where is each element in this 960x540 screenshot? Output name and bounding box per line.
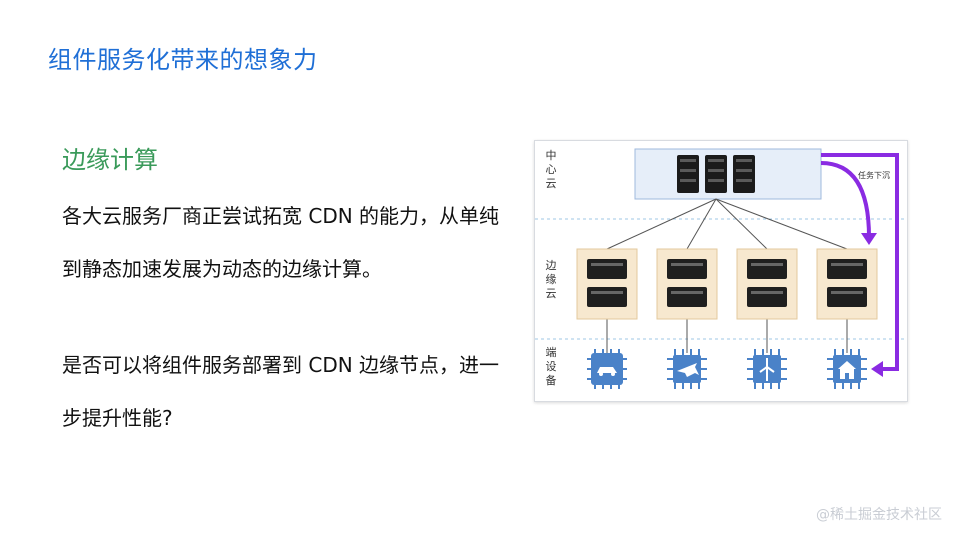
diagram-canvas [535, 148, 907, 389]
slide-title: 组件服务化带来的想象力 [48, 46, 318, 74]
arrow-head [861, 233, 877, 245]
server-rack-icon [677, 155, 699, 193]
arrow-head [871, 361, 883, 377]
airplane-icon [667, 349, 707, 389]
watermark: @稀土掘金技术社区 [816, 507, 942, 523]
edge-node-box [816, 248, 878, 320]
server-rack-icon [705, 155, 727, 193]
task-offload-arrow [820, 161, 871, 238]
row-label-center-cloud: 中心云 [545, 149, 557, 190]
home-icon [827, 349, 867, 389]
paragraph-deploy-question: 是否可以将组件服务部署到 CDN 边缘节点，进一步提升性能? [62, 353, 500, 430]
edge-node-box [576, 248, 638, 320]
edge-node-box [656, 248, 718, 320]
connection-lines [606, 198, 848, 353]
row-label-end-devices: 端设备 [545, 346, 557, 387]
task-offload-label: 任务下沉 [858, 171, 890, 180]
edge-computing-diagram: 中心云 边缘云 端设备 任务下沉 [534, 140, 908, 402]
server-rack-icon [733, 155, 755, 193]
paragraph-cdn-capability: 各大云服务厂商正尝试拓宽 CDN 的能力，从单纯到静态加速发展为动态的边缘计算。 [62, 204, 500, 281]
section-subtitle: 边缘计算 [62, 146, 158, 174]
row-label-edge-cloud: 边缘云 [545, 259, 557, 300]
wind-turbine-icon [747, 349, 787, 389]
car-icon [587, 349, 627, 389]
edge-node-box [736, 248, 798, 320]
device-offload-arrow [821, 153, 899, 371]
center-cloud-box [634, 148, 822, 200]
